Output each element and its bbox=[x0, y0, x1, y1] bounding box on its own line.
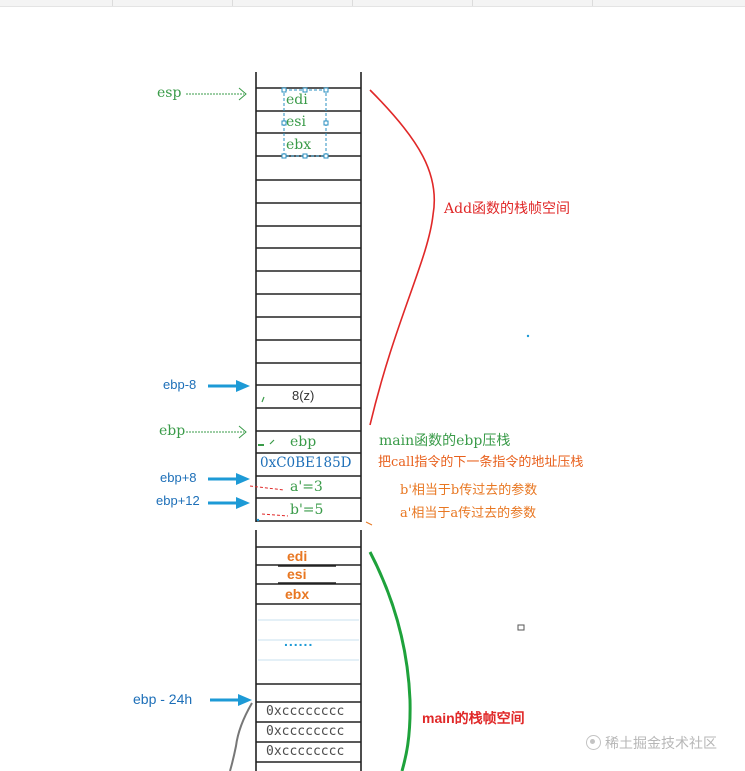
fill-cell-2: 0xcccccccc bbox=[266, 724, 345, 739]
add-saved-ebx: ebx bbox=[286, 137, 312, 153]
add-saved-esi: esi bbox=[286, 114, 306, 130]
b-param-note: b'相当于b传过去的参数 bbox=[400, 483, 538, 498]
a-param-note: a'相当于a传过去的参数 bbox=[400, 506, 537, 521]
main-frame-brace bbox=[368, 551, 412, 771]
main-ebp-push-note: main函数的ebp压栈 bbox=[379, 433, 511, 449]
watermark-text: 稀土掘金技术社区 bbox=[605, 736, 717, 752]
main-frame-label: main的栈帧空间 bbox=[422, 711, 525, 725]
ebp-pointer-label: ebp bbox=[159, 423, 186, 439]
fill-cell-3: 0xcccccccc bbox=[266, 744, 345, 759]
add-saved-edi: edi bbox=[286, 92, 308, 108]
z-local-cell: 8(z) bbox=[292, 388, 315, 403]
main-frame-ellipsis: ...... bbox=[284, 633, 314, 649]
ebp-plus-12-label: ebp+12 bbox=[156, 493, 200, 508]
add-frame-brace bbox=[369, 89, 436, 426]
ebp-minus-24h-label: ebp - 24h bbox=[133, 691, 193, 707]
add-frame-label: Add函数的栈帧空间 bbox=[444, 201, 571, 217]
juejin-logo-icon bbox=[586, 735, 601, 750]
esp-pointer-arrow bbox=[186, 87, 247, 101]
return-address-push-note: 把call指令的下一条指令的地址压栈 bbox=[378, 455, 584, 470]
watermark: 稀土掘金技术社区 bbox=[586, 733, 717, 753]
saved-ebp-cell: ebp bbox=[290, 434, 317, 450]
param-a-cell: a'=3 bbox=[290, 479, 323, 495]
main-saved-edi: edi bbox=[287, 548, 308, 564]
param-b-cell: b'=5 bbox=[290, 502, 324, 518]
return-address-cell: 0xC0BE185D bbox=[260, 455, 352, 471]
esp-pointer-label: esp bbox=[157, 85, 182, 101]
ebp-minus-8-label: ebp-8 bbox=[163, 377, 197, 392]
fill-cell-1: 0xcccccccc bbox=[266, 704, 345, 719]
main-saved-esi: esi bbox=[287, 566, 307, 582]
blue-arrows bbox=[208, 380, 252, 706]
selection-box bbox=[281, 87, 329, 159]
ebp-plus-8-label: ebp+8 bbox=[160, 470, 197, 485]
ebp-pointer-arrow bbox=[186, 425, 247, 439]
add-stack-column bbox=[255, 72, 362, 522]
main-saved-ebx: ebx bbox=[285, 586, 310, 602]
main-stack-column bbox=[255, 530, 362, 771]
window-top-bar bbox=[0, 0, 745, 7]
